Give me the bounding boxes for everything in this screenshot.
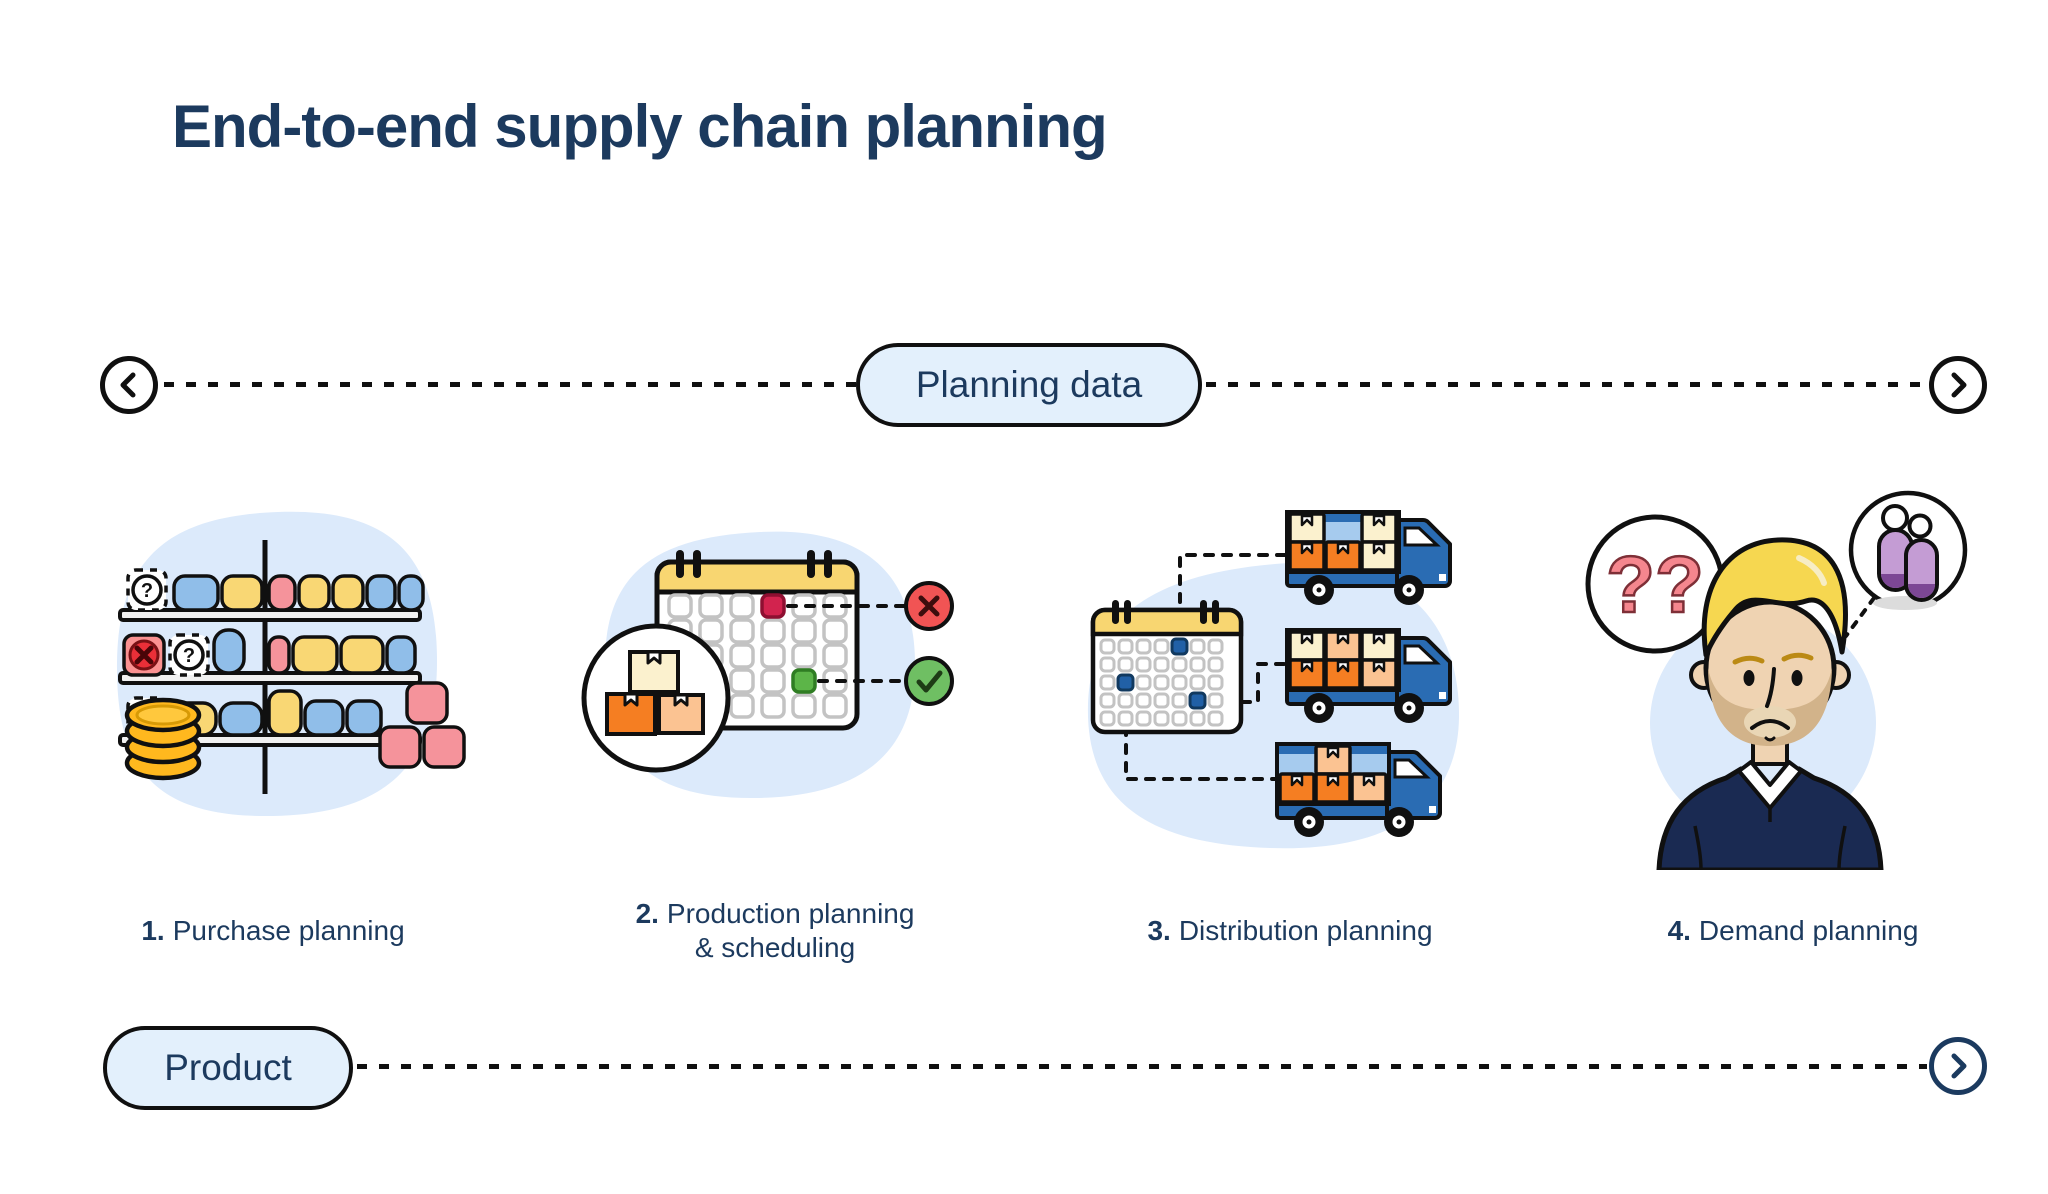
coin-stack-icon (127, 700, 199, 778)
rejected-date-icon (904, 581, 954, 631)
product-next-arrow-button[interactable] (1929, 1037, 1987, 1095)
approved-date-icon (904, 656, 954, 706)
prev-arrow-button[interactable] (100, 356, 158, 414)
stage-label-line: 1.Purchase planning (141, 915, 405, 946)
boxes-icon (581, 623, 731, 773)
planning-data-flow-line-left (164, 382, 856, 387)
calendar-icon (1090, 600, 1244, 735)
chevron-right-icon (1951, 372, 1967, 398)
stage-label-demand-planning: 4.Demand planning (1563, 886, 2023, 976)
planning-data-flow-line-right (1206, 382, 1928, 387)
page-title: End-to-end supply chain planning (172, 93, 1108, 160)
demand-planning-illustration: ?? (1585, 490, 1968, 870)
stage-label-line: 3.Distribution planning (1147, 915, 1433, 946)
product-pill: Product (103, 1026, 353, 1110)
planning-data-pill-label: Planning data (915, 364, 1143, 405)
stage-label-distribution-planning: 3.Distribution planning (1060, 886, 1520, 976)
stock-blocks (168, 574, 466, 769)
thought-bubble-questions: ?? (1585, 514, 1725, 654)
scheduled-date-cells (1116, 637, 1207, 710)
planner-avatar (1656, 537, 1884, 870)
stage-label-purchase-planning: 1.Purchase planning (58, 886, 488, 976)
svg-text:??: ?? (1606, 540, 1704, 629)
product-pill-label: Product (164, 1047, 292, 1088)
question-placeholder-icon (126, 568, 168, 612)
next-arrow-button[interactable] (1929, 356, 1987, 414)
stage-label-line2: & scheduling (694, 932, 856, 963)
distribution-planning-illustration (1087, 510, 1460, 849)
chevron-left-icon (120, 372, 136, 398)
production-planning-illustration (581, 531, 954, 799)
planning-data-pill: Planning data (856, 343, 1202, 427)
stage-label-production-planning: 2.Production planning & scheduling (555, 886, 995, 976)
stage-label-line: 2.Production planning (635, 898, 915, 929)
chevron-right-icon (1951, 1053, 1967, 1079)
stage-label-line: 4.Demand planning (1667, 915, 1919, 946)
out-of-stock-icon (122, 633, 166, 677)
approved-date-cell (791, 668, 817, 694)
thought-bubble-products (1848, 490, 1968, 610)
question-placeholder-icon (168, 633, 210, 677)
rejected-date-cell (760, 593, 786, 619)
product-flow-line (357, 1064, 1927, 1069)
purchase-planning-illustration: ? (116, 511, 466, 817)
